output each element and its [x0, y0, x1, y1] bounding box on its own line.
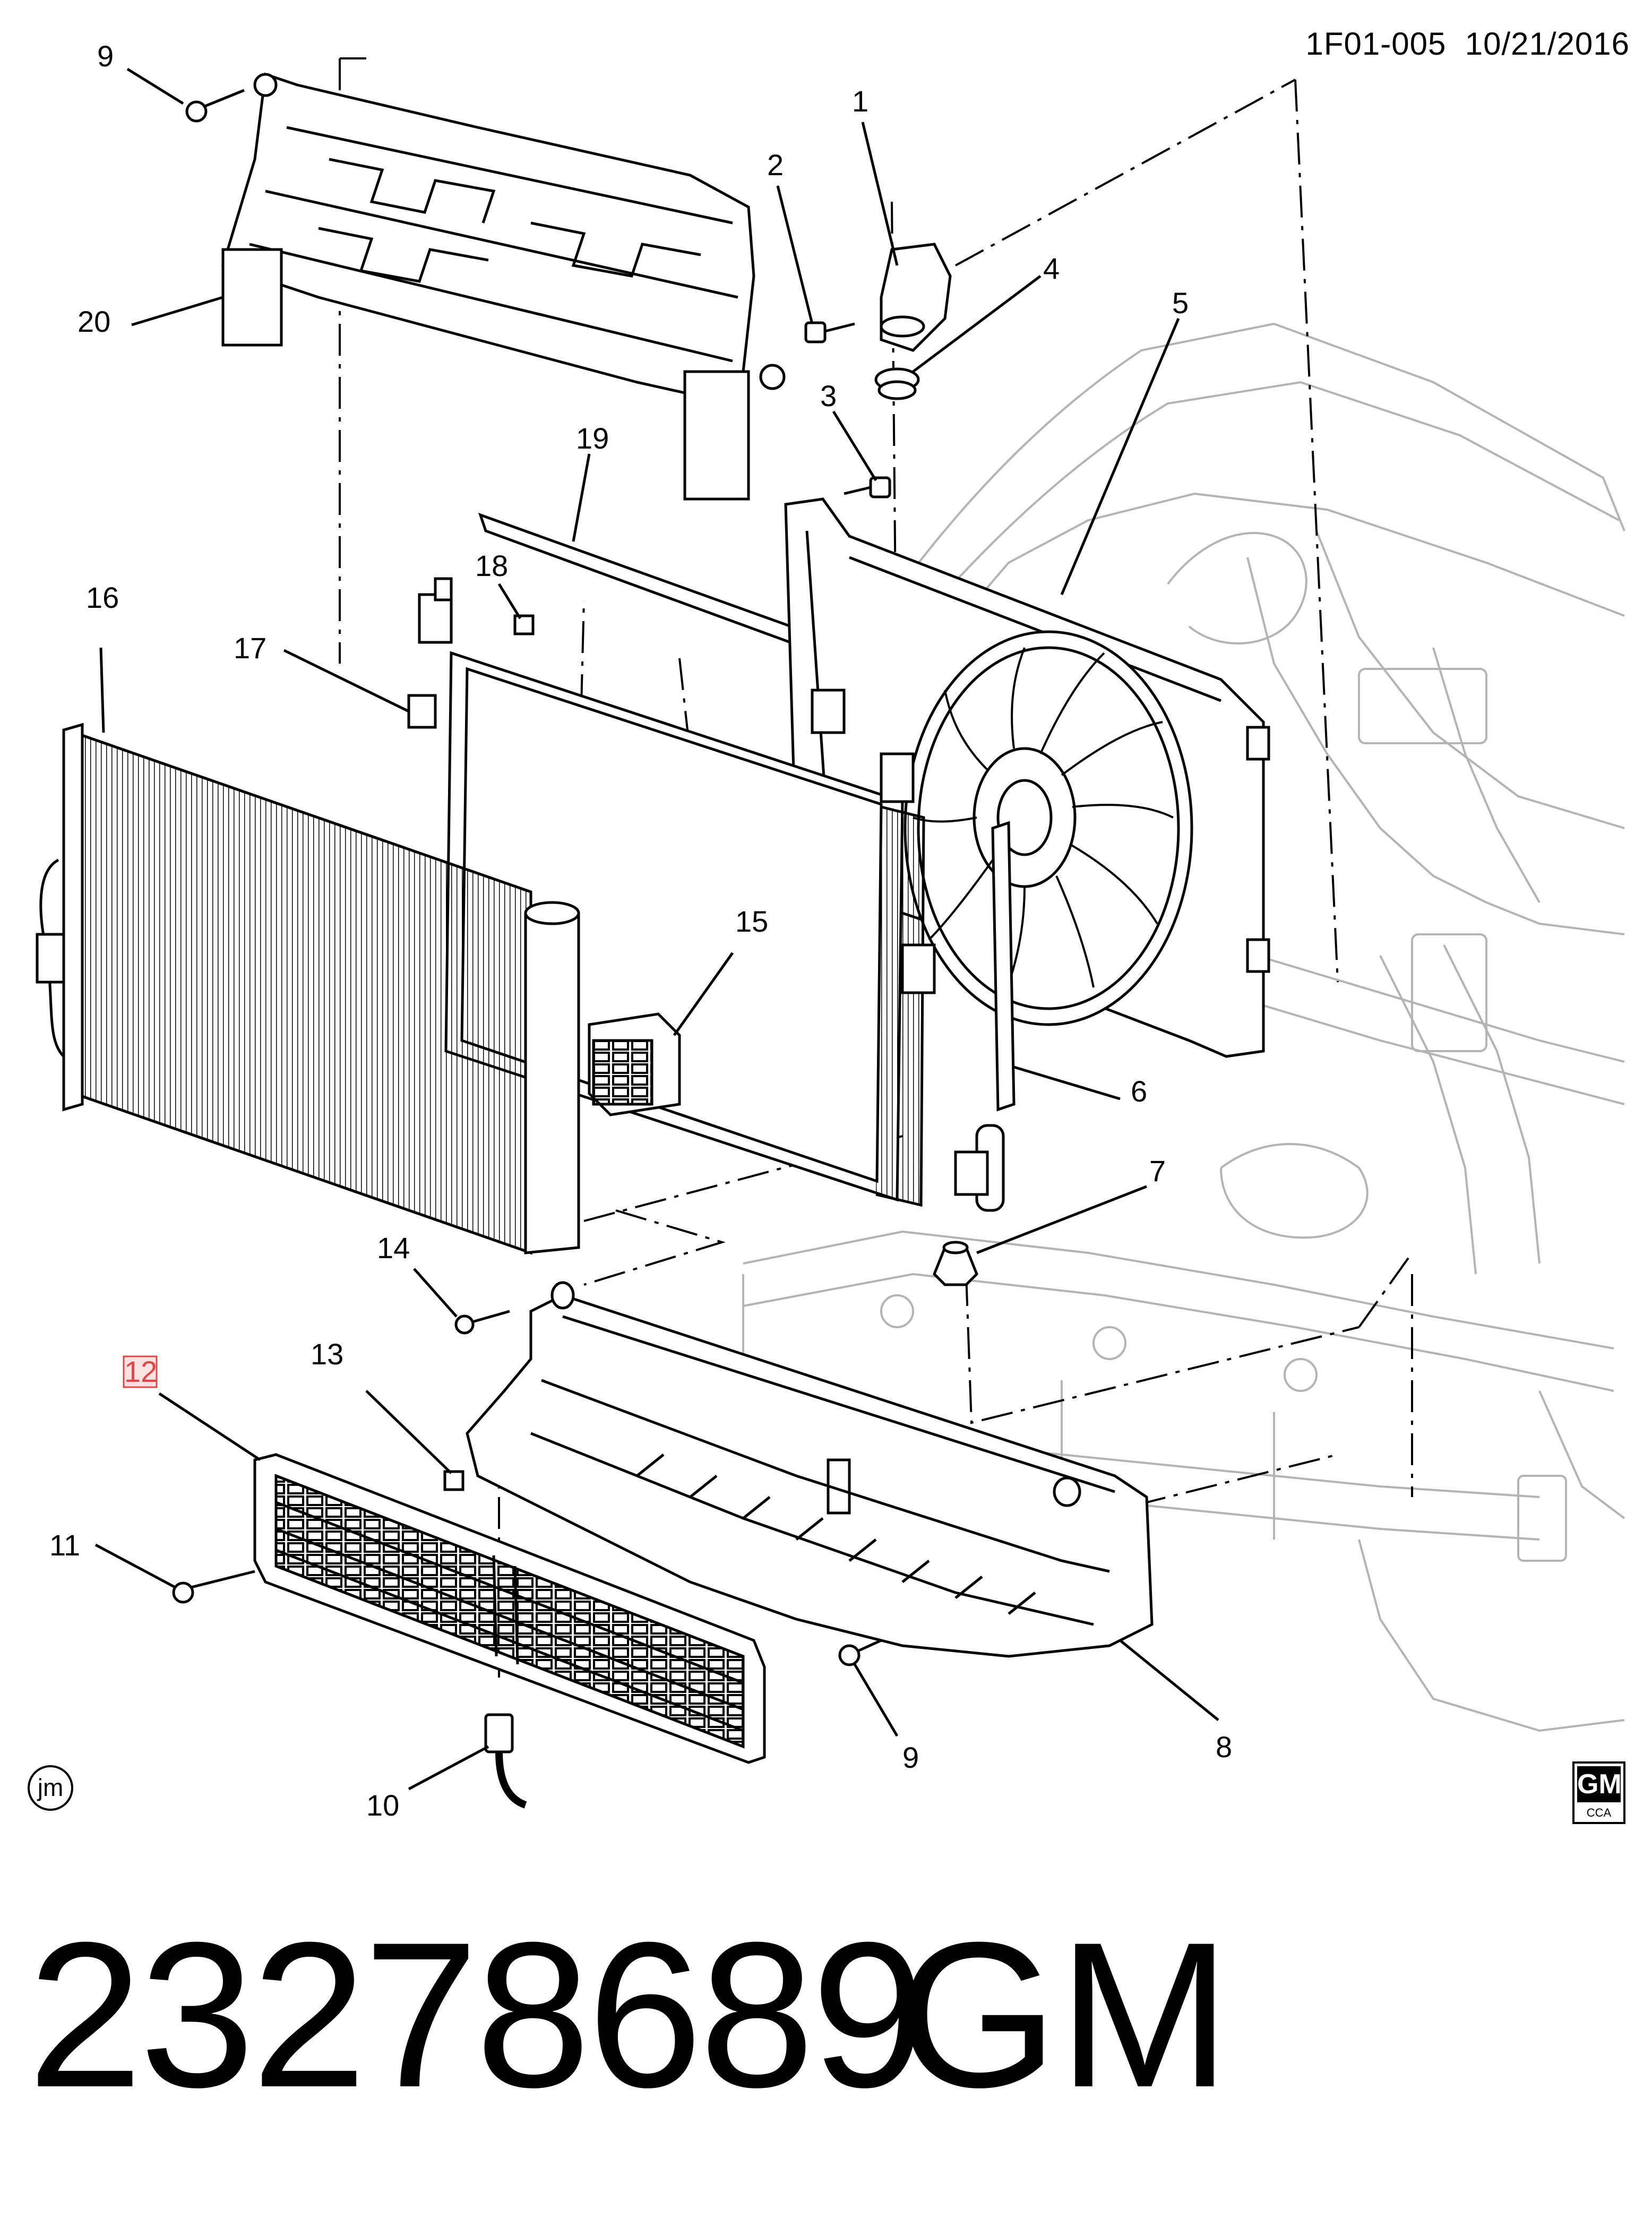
callout-17: 17: [234, 631, 266, 665]
fan-assembly: [904, 630, 1193, 1026]
callout-20: 20: [78, 305, 110, 338]
artist-badge: jm: [28, 1765, 73, 1811]
part-3-bolt: [844, 476, 891, 498]
callout-5: 5: [1172, 286, 1189, 320]
part-10-actuator-connector: [484, 1713, 527, 1809]
part-2-bolt: [804, 321, 855, 343]
part-15-block: [588, 1012, 681, 1116]
part-9-bolt-lower: [838, 1639, 882, 1666]
part-20-upper-air-baffle: [221, 72, 786, 501]
part-6-side-seal: [991, 821, 1016, 1112]
diagram-date: 10/21/2016: [1465, 26, 1630, 62]
callout-labels: 9 20 1 2 4 5 3 19 18 16 17 15 6 7 14 12 …: [49, 39, 1232, 1822]
callout-3: 3: [820, 379, 837, 412]
part-9-bolt-upper: [185, 89, 245, 123]
callout-16: 16: [86, 581, 119, 614]
callout-2: 2: [767, 148, 784, 182]
callout-14: 14: [377, 1231, 410, 1265]
part-8-lower-deflector: [466, 1281, 1154, 1658]
callout-13: 13: [311, 1337, 343, 1371]
part-16-condenser: [36, 723, 580, 1255]
diagram-header: 1F01-005 10/21/2016: [1306, 25, 1630, 62]
part-12-grille-shutter: [253, 1453, 766, 1764]
callout-7: 7: [1149, 1154, 1166, 1188]
gm-logo-main: GM: [1577, 1766, 1622, 1802]
part-4-grommet: [874, 367, 920, 400]
callout-1: 1: [852, 84, 868, 118]
callout-10: 10: [366, 1789, 399, 1822]
callout-6: 6: [1131, 1074, 1147, 1108]
manufacturer: GM: [897, 1899, 1231, 2130]
callout-9-upper: 9: [97, 39, 114, 73]
callout-15: 15: [735, 905, 768, 938]
callout-8: 8: [1216, 1730, 1232, 1764]
gm-logo: GM CCA: [1572, 1761, 1625, 1824]
diagram-code: 1F01-005: [1305, 26, 1447, 62]
part-18-clip: [513, 614, 535, 635]
part-13-clip: [443, 1470, 464, 1491]
part-number: 23278689: [28, 1899, 926, 2130]
callout-19: 19: [576, 422, 609, 455]
callout-leaders: [94, 67, 1219, 1791]
callout-4: 4: [1043, 252, 1060, 285]
part-11-bolt: [172, 1570, 255, 1604]
callout-12-highlight: [123, 1355, 158, 1388]
part-1-bracket: [880, 243, 952, 352]
part-14-bolt: [454, 1310, 510, 1335]
callout-18: 18: [475, 549, 508, 582]
callout-12: 12: [124, 1355, 157, 1388]
gm-logo-sub: CCA: [1586, 1806, 1612, 1819]
callout-11: 11: [49, 1528, 80, 1562]
callout-9-lower: 9: [902, 1741, 919, 1774]
part-7-isolator: [933, 1241, 978, 1286]
